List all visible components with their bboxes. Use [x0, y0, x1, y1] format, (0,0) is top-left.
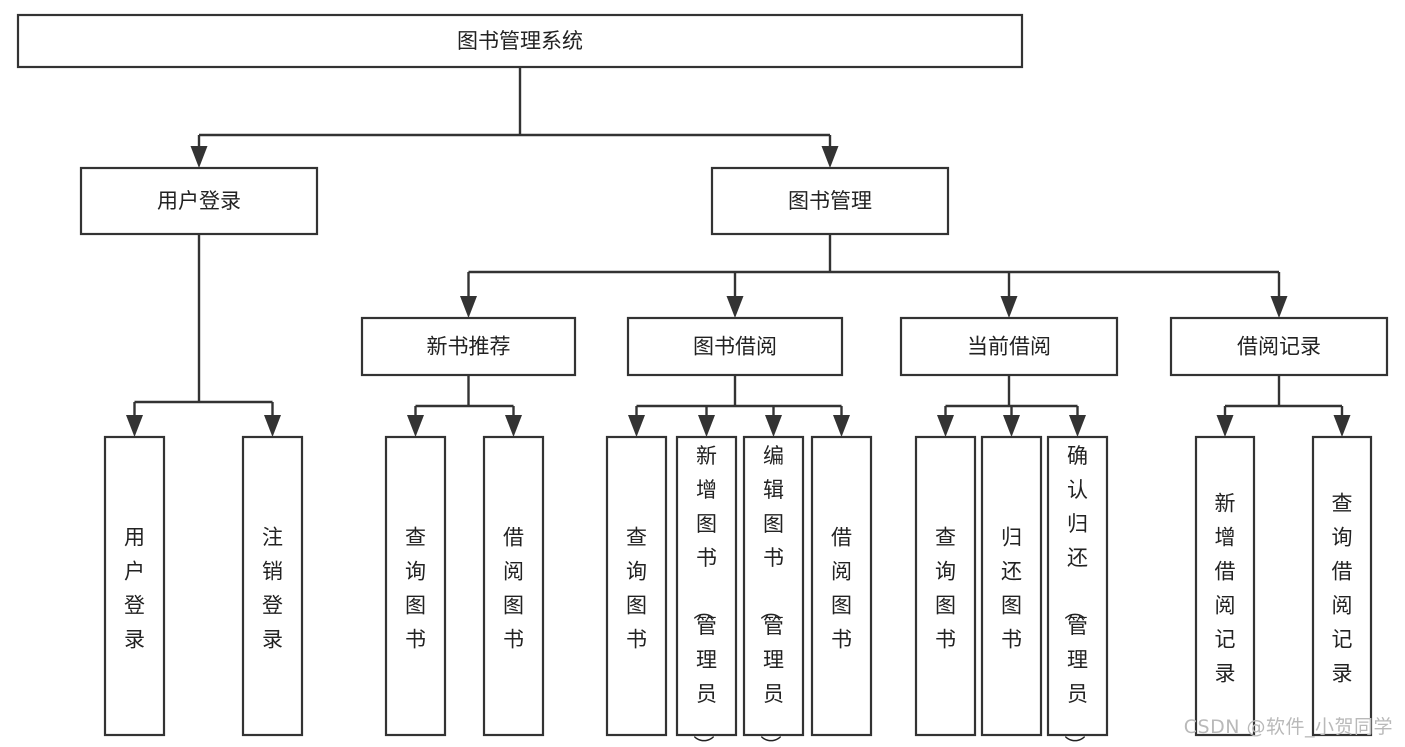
connector-current-borrow-to-leaves [937, 375, 1086, 437]
node-label: 新书推荐 [427, 335, 511, 359]
node-label: 借阅图书 [831, 526, 852, 652]
connector-layer [126, 67, 1351, 437]
node-label: 注销登录 [262, 526, 283, 652]
node-leaf-return-book[interactable]: 归还图书 [980, 435, 1043, 737]
node-current-borrow[interactable]: 当前借阅 [899, 316, 1119, 377]
node-leaf-borrow-book-1[interactable]: 借阅图书 [482, 435, 545, 737]
node-label: 新增图书（管理员） [691, 444, 717, 747]
node-leaf-query-record[interactable]: 查询借阅记录 [1311, 435, 1373, 737]
node-leaf-query-book-3[interactable]: 查询图书 [914, 435, 977, 737]
node-leaf-borrow-book-2[interactable]: 借阅图书 [810, 435, 873, 737]
node-label: 查询图书 [626, 526, 647, 652]
node-label: 图书管理系统 [457, 29, 583, 53]
node-leaf-edit-book[interactable]: 编辑图书（管理员） [742, 435, 805, 747]
node-label: 当前借阅 [967, 335, 1051, 359]
node-label: 借阅记录 [1237, 335, 1321, 359]
node-label: 新增借阅记录 [1215, 492, 1236, 686]
node-leaf-confirm-return[interactable]: 确认归还（管理员） [1046, 435, 1109, 747]
node-label: 借阅图书 [503, 526, 524, 652]
connector-root-to-level2 [190, 67, 839, 168]
node-leaf-add-book[interactable]: 新增图书（管理员） [675, 435, 738, 747]
node-root[interactable]: 图书管理系统 [16, 13, 1024, 69]
node-label: 用户登录 [124, 526, 145, 652]
node-leaf-user-login[interactable]: 用户登录 [103, 435, 166, 737]
connector-borrow-record-to-leaves [1216, 375, 1351, 437]
node-leaf-user-logout[interactable]: 注销登录 [241, 435, 304, 737]
node-leaf-query-book-2[interactable]: 查询图书 [605, 435, 668, 737]
node-leaf-query-book-1[interactable]: 查询图书 [384, 435, 447, 737]
node-label: 查询图书 [405, 526, 426, 652]
node-user-login[interactable]: 用户登录 [79, 166, 319, 236]
node-book-borrow[interactable]: 图书借阅 [626, 316, 844, 377]
node-label: 归还图书 [1001, 526, 1022, 652]
node-label: 编辑图书（管理员） [758, 444, 784, 747]
node-layer: 图书管理系统用户登录图书管理新书推荐图书借阅当前借阅借阅记录用户登录注销登录查询… [16, 13, 1389, 747]
node-label: 查询图书 [935, 526, 956, 652]
node-label: 用户登录 [157, 189, 241, 213]
node-label: 图书管理 [788, 189, 872, 213]
node-borrow-record[interactable]: 借阅记录 [1169, 316, 1389, 377]
node-new-book-rec[interactable]: 新书推荐 [360, 316, 577, 377]
node-leaf-add-record[interactable]: 新增借阅记录 [1194, 435, 1256, 737]
node-book-manage[interactable]: 图书管理 [710, 166, 950, 236]
watermark-label: CSDN @软件_小贺同学 [1183, 716, 1393, 738]
node-label: 确认归还（管理员） [1062, 444, 1088, 747]
node-label: 图书借阅 [693, 335, 777, 359]
connector-book-manage-to-level3 [460, 234, 1288, 318]
node-label: 查询借阅记录 [1332, 492, 1353, 686]
connector-user-login-to-leaves [126, 234, 281, 437]
connector-new-book-rec-to-leaves [407, 375, 522, 437]
connector-book-borrow-to-leaves [628, 375, 850, 437]
